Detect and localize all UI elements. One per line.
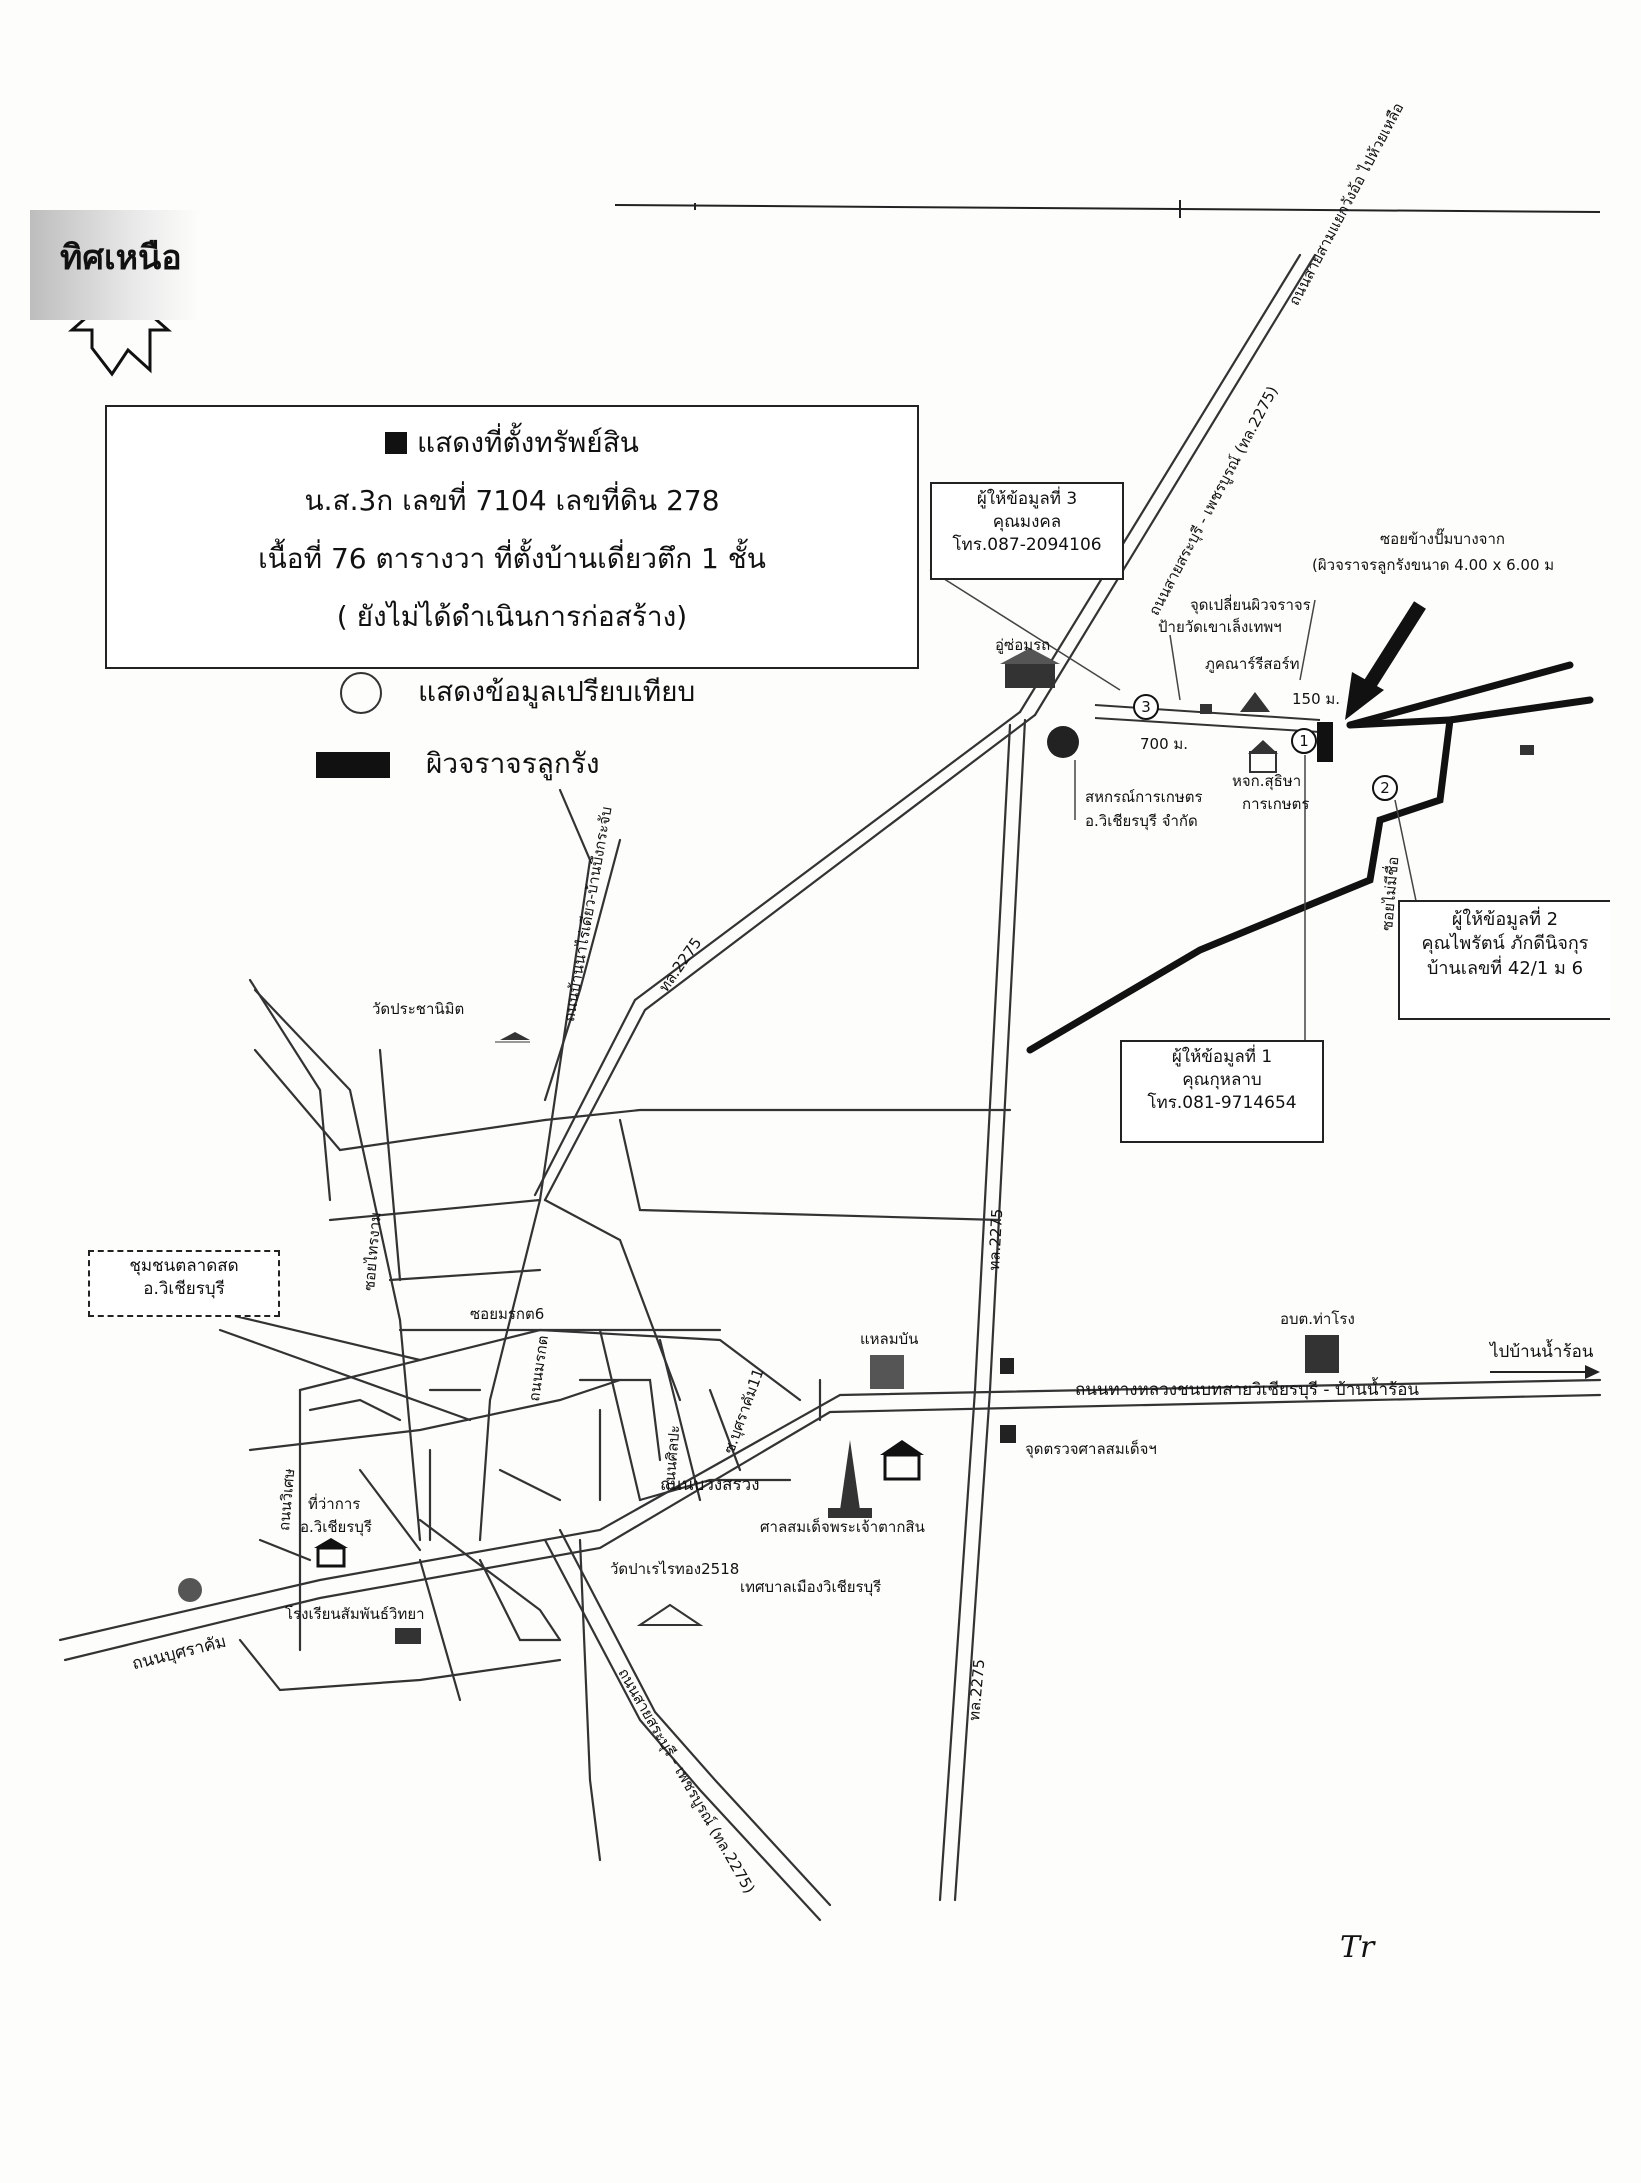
district-office-label-1: ที่ว่าการ <box>308 1495 361 1513</box>
school-icon <box>395 1628 421 1644</box>
to-namron-arrow <box>1490 1365 1600 1379</box>
temple-2518-icon <box>636 1603 704 1626</box>
surface-change-1: จุดเปลี่ยนผิวจราจร <box>1190 596 1311 614</box>
municipal-building-icon <box>880 1440 924 1481</box>
shrine-stupa-icon <box>828 1440 872 1518</box>
legend-area: เนื้อที่ 76 ตารางวา ที่ตั้งบ้านเดี่ยวตึก… <box>258 542 766 575</box>
coop-icon <box>1047 726 1079 758</box>
legend-comparison: แสดงข้อมูลเปรียบเทียบ <box>340 670 695 714</box>
laterite-roads <box>1026 661 1594 1054</box>
obt-building-icon <box>1305 1335 1339 1373</box>
property-arrow <box>1345 601 1426 720</box>
comparison-marker-1: 1 <box>1291 728 1317 754</box>
legend-property: แสดงที่ตั้งทรัพย์สิน <box>417 426 639 459</box>
comparison-circle-icon <box>340 672 382 714</box>
coop-label-1: สหกรณ์การเกษตร <box>1085 788 1203 806</box>
property-marker <box>1317 722 1333 762</box>
school-label: โรงเรียนสัมพันธ์วิทยา <box>285 1605 425 1623</box>
temple-pracha-label: วัดประชานิมิต <box>372 1000 465 1018</box>
legend-box: แสดงที่ตั้งทรัพย์สิน น.ส.3ก เลขที่ 7104 … <box>105 405 919 669</box>
distance-150: 150 ม. <box>1292 690 1341 708</box>
farm-shop-label-1: หจก.สุธิษา <box>1232 772 1302 790</box>
soi-note-2: (ผิวจราจรลูกรังขนาด 4.00 x 6.00 ม <box>1312 556 1555 574</box>
informant-2-box: ผู้ให้ข้อมูลที่ 2 คุณไพรัตน์ ภักดีนิจกุร… <box>1398 900 1610 1020</box>
surface-change-2: ป้ายวัดเขาเล็งเทพฯ <box>1158 618 1282 636</box>
market-icon <box>178 1578 202 1602</box>
obt-label: อบต.ท่าโรง <box>1280 1310 1355 1328</box>
temple-pracha-icon <box>495 1032 530 1043</box>
legend-status: ( ยังไม่ได้ดำเนินการก่อสร้าง) <box>336 600 688 633</box>
monument-label: แหลมบัน <box>860 1330 919 1348</box>
legend-laterite: ผิวจราจรลูกรัง <box>316 742 600 786</box>
compass-title-band: ทิศเหนือ <box>30 210 200 320</box>
resort-label: ภูคณาร์รีสอร์ท <box>1205 655 1300 673</box>
municipality-label: เทศบาลเมืองวิเชียรบุรี <box>740 1578 882 1596</box>
bell-tower-icon <box>1000 1358 1014 1374</box>
comparison-marker-3: 3 <box>1133 694 1159 720</box>
property-square-icon <box>385 432 408 454</box>
checkpoint-icon <box>1000 1425 1016 1443</box>
house-dot-icon <box>1520 745 1534 755</box>
legend-deed: น.ส.3ก เลขที่ 7104 เลขที่ดิน 278 <box>304 484 720 517</box>
informant-3-box: ผู้ให้ข้อมูลที่ 3 คุณมงคล โทร.087-209410… <box>930 482 1124 580</box>
top-frame-line <box>614 204 1601 213</box>
community-box: ชุมชนตลาดสด อ.วิเชียรบุรี <box>88 1250 280 1317</box>
compass-title: ทิศเหนือ <box>60 238 182 278</box>
garage-label: อู่ซ่อมรถ <box>995 636 1051 654</box>
highway-label: ถนนทางหลวงชนบทสายวิเชียรบุรี - บ้านน้ำร้… <box>1075 1380 1420 1400</box>
soi-morakot6-label: ซอยมรกต6 <box>470 1305 545 1323</box>
signature-mark: Tr <box>1340 1930 1375 1965</box>
farm-shop-label-2: การเกษตร <box>1242 795 1310 813</box>
distance-700: 700 ม. <box>1140 735 1189 753</box>
road-2275-central-label: ทล.2275 <box>985 1208 1007 1271</box>
road-network <box>58 253 1602 1922</box>
informant-1-box: ผู้ให้ข้อมูลที่ 1 คุณกุหลาบ โทร.081-9714… <box>1120 1040 1324 1143</box>
laterite-bar-icon <box>316 752 390 778</box>
temple-2518-label: วัดปาเรไรทอง2518 <box>610 1560 740 1578</box>
bong-sarong-label: ถนนบวงสรวง <box>660 1475 760 1495</box>
checkpoint-label: จุดตรวจศาลสมเด็จฯ <box>1025 1440 1157 1458</box>
to-namron-label: ไปบ้านน้ำร้อน <box>1490 1342 1594 1362</box>
district-office-label-2: อ.วิเชียรบุรี <box>300 1518 372 1536</box>
monument-icon <box>870 1355 904 1389</box>
resort-icon <box>1200 692 1270 714</box>
shrine-label: ศาลสมเด็จพระเจ้าตากสิน <box>760 1518 925 1536</box>
comparison-marker-2: 2 <box>1372 775 1398 801</box>
farm-shop-icon <box>1248 740 1278 773</box>
district-office-icon <box>314 1538 348 1568</box>
coop-label-2: อ.วิเชียรบุรี จำกัด <box>1085 812 1198 830</box>
soi-note-1: ซอยข้างปั๊มบางจาก <box>1380 530 1505 548</box>
garage-icon <box>1000 648 1060 688</box>
